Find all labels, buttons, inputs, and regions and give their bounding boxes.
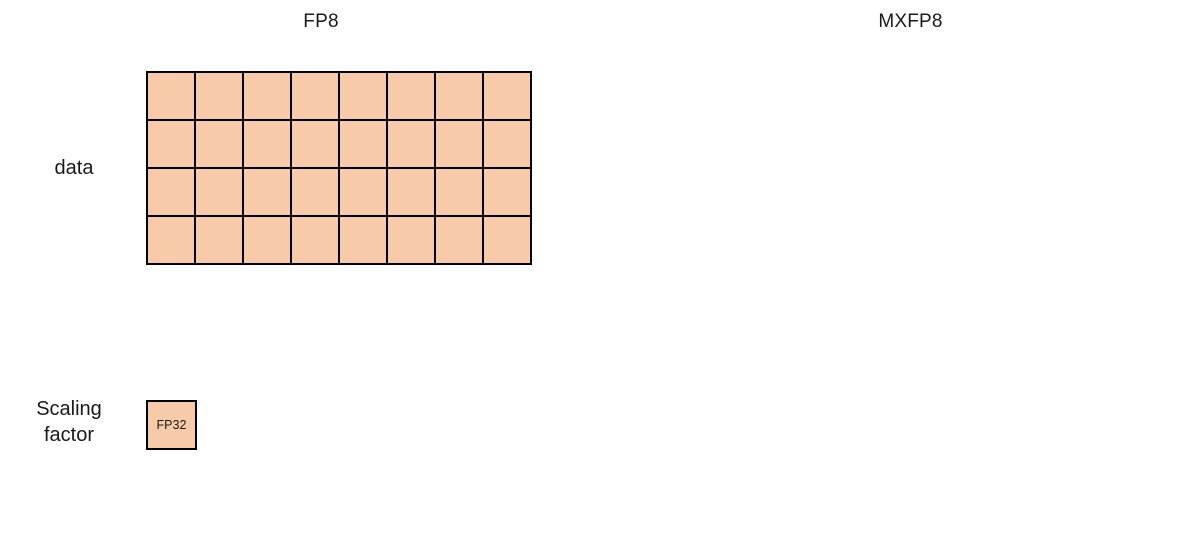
fp8-scaling-factor-grid: FP32 [146, 400, 197, 450]
grid-cell [292, 121, 340, 169]
grid-cell [484, 169, 532, 217]
grid-cell [292, 73, 340, 121]
grid-cell [196, 73, 244, 121]
panel-title-mxfp8: MXFP8 [878, 11, 943, 32]
grid-cell [388, 121, 436, 169]
grid-cell [292, 169, 340, 217]
grid-cell [436, 217, 484, 265]
grid-cell [196, 169, 244, 217]
fp8-data-grid [146, 71, 532, 265]
grid-cell [196, 217, 244, 265]
grid-cell [244, 217, 292, 265]
grid-cell [196, 121, 244, 169]
grid-cell [148, 73, 196, 121]
fp8-data-label: data [54, 157, 94, 179]
panel-fp8: FP8 data Scaling factor FP32 [36, 11, 532, 450]
grid-cell [484, 217, 532, 265]
grid-cell [244, 169, 292, 217]
grid-cell [436, 169, 484, 217]
grid-cell [388, 169, 436, 217]
grid-cell [388, 217, 436, 265]
grid-cell [484, 121, 532, 169]
grid-cell [148, 169, 196, 217]
grid-cell [148, 217, 196, 265]
grid-cell [292, 217, 340, 265]
panel-title-fp8: FP8 [303, 11, 339, 32]
grid-cell [340, 73, 388, 121]
grid-cell [340, 169, 388, 217]
grid-cell [484, 73, 532, 121]
panel-mxfp8: MXFP8 data Scaling factor E8M0E8M0E8M0E8… [592, 0, 1184, 548]
grid-cell-labeled: FP32 [148, 402, 197, 450]
grid-cell [388, 73, 436, 121]
grid-cell [148, 121, 196, 169]
grid-cell [340, 217, 388, 265]
grid-cell [436, 73, 484, 121]
grid-cell [436, 121, 484, 169]
grid-cell [340, 121, 388, 169]
grid-cell [244, 73, 292, 121]
grid-cell [244, 121, 292, 169]
fp8-scaling-factor-label: Scaling factor [36, 398, 102, 446]
